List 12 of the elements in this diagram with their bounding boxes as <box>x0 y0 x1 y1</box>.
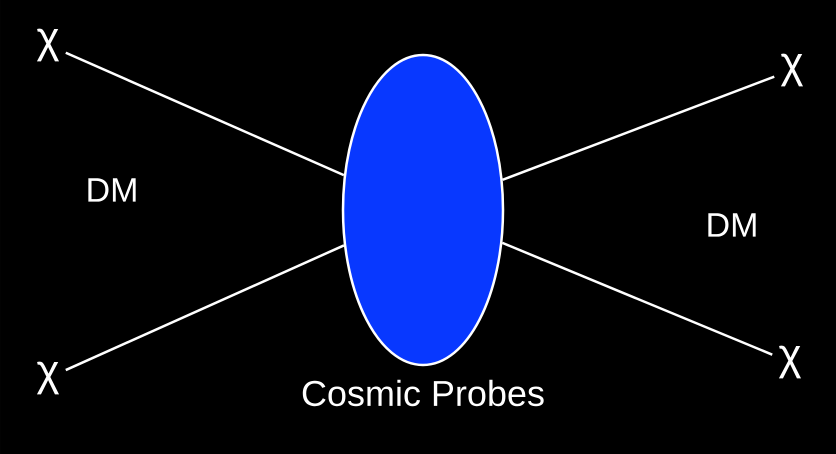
chi-symbol: χ <box>36 362 60 394</box>
chi-symbol: χ <box>36 28 60 62</box>
line <box>502 242 773 356</box>
node-label: Cosmic Probes <box>302 380 544 406</box>
label: DM <box>88 178 136 202</box>
line <box>65 52 344 176</box>
ellipse <box>342 54 504 366</box>
line <box>502 76 775 181</box>
line <box>65 244 344 372</box>
chi-symbol: χ <box>778 346 802 378</box>
chi-symbol: χ <box>780 54 804 86</box>
label: DM <box>708 213 756 237</box>
